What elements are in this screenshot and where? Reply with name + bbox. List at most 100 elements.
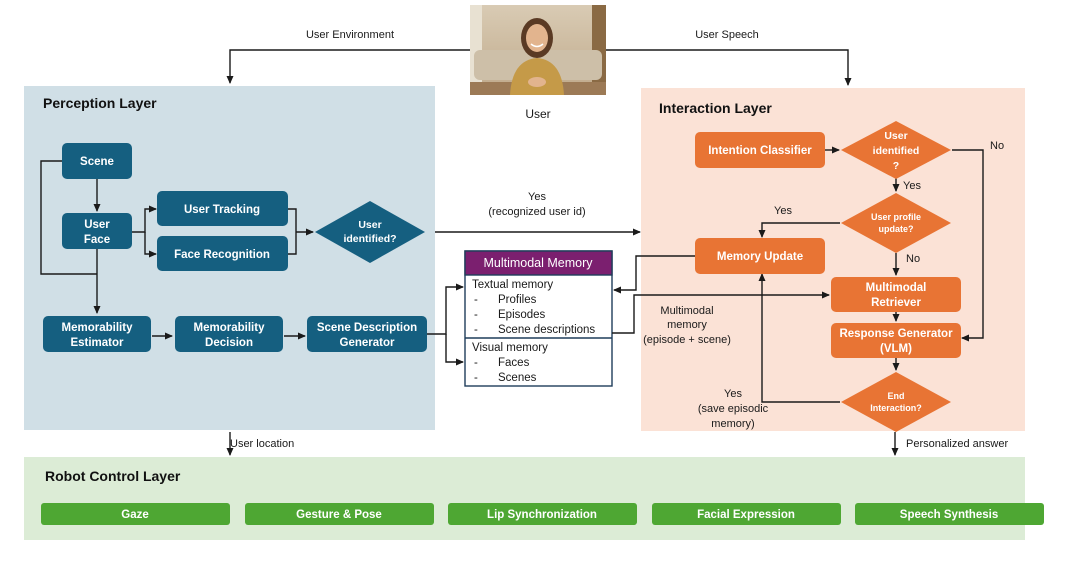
- svg-text:Memorability: Memorability: [194, 322, 266, 334]
- svg-text:Response Generator: Response Generator: [839, 328, 953, 340]
- not-identified-arrow: [952, 149, 984, 342]
- svg-text:identified: identified: [873, 145, 920, 157]
- yes-save-label-1: Yes: [724, 388, 742, 400]
- yes-label-1: Yes: [903, 180, 921, 192]
- end-interaction-decision[interactable]: End Interaction?: [841, 372, 951, 432]
- memory-item-faces: Faces: [498, 357, 530, 369]
- textual-memory-heading: Textual memory: [472, 279, 553, 291]
- memory-item-scenes: Scenes: [498, 372, 537, 384]
- robot-control-layer-panel: [24, 457, 1025, 540]
- visual-memory-heading: Visual memory: [472, 342, 548, 354]
- robot-module-facial-expression[interactable]: Facial Expression: [652, 503, 841, 525]
- user-speech-label: User Speech: [695, 29, 759, 41]
- scene-desc-to-textual-memory-arrow: [427, 283, 464, 335]
- svg-text:?: ?: [893, 160, 899, 172]
- svg-text:User: User: [84, 219, 110, 231]
- svg-text:-: -: [474, 372, 478, 384]
- memory-title: Multimodal Memory: [483, 256, 593, 270]
- memory-update-box[interactable]: Memory Update: [695, 238, 825, 274]
- yes-save-label-2: (save episodic: [698, 403, 769, 415]
- memory-item-episodes: Episodes: [498, 309, 546, 321]
- svg-text:Lip Synchronization: Lip Synchronization: [487, 509, 597, 521]
- user-speech-arrow: [606, 49, 852, 86]
- svg-text:Facial Expression: Facial Expression: [697, 509, 795, 521]
- intention-classifier-box[interactable]: Intention Classifier: [695, 132, 825, 168]
- robot-control-layer-title: Robot Control Layer: [45, 468, 181, 484]
- memory-item-scene-descriptions: Scene descriptions: [498, 324, 595, 336]
- profile-update-yes-arrow: [758, 222, 840, 238]
- svg-text:Estimator: Estimator: [70, 337, 124, 349]
- multimodal-memory-flow-label-2: memory: [667, 319, 707, 331]
- yes-label-2: Yes: [774, 205, 792, 217]
- user-identified-decision[interactable]: User identified?: [315, 201, 425, 263]
- multimodal-memory-store[interactable]: Multimodal Memory Textual memory - Profi…: [464, 250, 613, 387]
- scene-box[interactable]: Scene: [62, 143, 132, 179]
- svg-text:Memory Update: Memory Update: [717, 251, 803, 263]
- response-generator-box[interactable]: Response Generator (VLM): [831, 323, 961, 358]
- svg-text:Multimodal: Multimodal: [866, 282, 927, 294]
- save-episodic-arrow: [758, 273, 840, 403]
- svg-text:update?: update?: [879, 224, 914, 234]
- svg-text:Face: Face: [84, 234, 110, 246]
- robot-module-speech-synthesis[interactable]: Speech Synthesis: [855, 503, 1044, 525]
- memorability-decision-box[interactable]: Memorability Decision: [175, 316, 283, 352]
- svg-text:Interaction?: Interaction?: [870, 403, 922, 413]
- personalized-answer-label: Personalized answer: [906, 438, 1008, 450]
- perception-layer-title: Perception Layer: [43, 95, 157, 111]
- svg-text:-: -: [474, 309, 478, 321]
- no-label-1: No: [990, 140, 1004, 152]
- user-profile-update-decision[interactable]: User profile update?: [841, 193, 951, 253]
- memory-update-to-memory-arrow: [613, 255, 695, 294]
- svg-text:Speech Synthesis: Speech Synthesis: [900, 509, 998, 521]
- svg-text:-: -: [474, 324, 478, 336]
- yes-recognized-label-2: (recognized user id): [488, 206, 585, 218]
- svg-text:Decision: Decision: [205, 337, 253, 349]
- robot-module-lip-sync[interactable]: Lip Synchronization: [448, 503, 637, 525]
- svg-text:Intention Classifier: Intention Classifier: [708, 145, 812, 157]
- svg-text:Scene Description: Scene Description: [317, 322, 417, 334]
- svg-text:Face Recognition: Face Recognition: [174, 249, 270, 261]
- face-to-recognition-arrow: [144, 232, 157, 258]
- robot-module-gesture-pose[interactable]: Gesture & Pose: [245, 503, 434, 525]
- user-location-label: User location: [230, 438, 294, 450]
- robot-module-gaze[interactable]: Gaze: [41, 503, 230, 525]
- multimodal-memory-flow-label-3: (episode + scene): [643, 334, 731, 346]
- svg-text:Memorability: Memorability: [62, 322, 134, 334]
- interaction-layer-title: Interaction Layer: [659, 100, 772, 116]
- svg-text:-: -: [474, 357, 478, 369]
- multimodal-retriever-box[interactable]: Multimodal Retriever: [831, 277, 961, 312]
- svg-text:User: User: [358, 219, 381, 231]
- face-to-tracking-arrow: [132, 205, 157, 233]
- svg-text:End: End: [888, 391, 905, 401]
- scene-desc-to-visual-memory-arrow: [445, 334, 464, 366]
- memorability-estimator-box[interactable]: Memorability Estimator: [43, 316, 151, 352]
- face-recognition-box[interactable]: Face Recognition: [157, 236, 288, 271]
- svg-text:User profile: User profile: [871, 212, 921, 222]
- svg-text:User Tracking: User Tracking: [184, 204, 260, 216]
- yes-save-label-3: memory): [711, 418, 754, 430]
- svg-text:-: -: [474, 294, 478, 306]
- memory-item-profiles: Profiles: [498, 294, 537, 306]
- user-environment-arrow: [226, 49, 470, 84]
- svg-text:Scene: Scene: [80, 156, 114, 168]
- user-face-box[interactable]: User Face: [62, 213, 132, 249]
- user-identified-decision-2[interactable]: User identified ?: [841, 121, 951, 179]
- user-caption: User: [525, 107, 550, 121]
- user-photo: [470, 5, 606, 95]
- memory-to-retriever-arrow: [612, 291, 830, 334]
- svg-text:User: User: [884, 130, 907, 142]
- svg-text:Gaze: Gaze: [121, 509, 149, 521]
- yes-recognized-label-1: Yes: [528, 191, 546, 203]
- svg-text:Generator: Generator: [340, 337, 395, 349]
- svg-text:(VLM): (VLM): [880, 343, 912, 355]
- user-tracking-box[interactable]: User Tracking: [157, 191, 288, 226]
- user-environment-label: User Environment: [306, 29, 394, 41]
- no-label-2: No: [906, 253, 920, 265]
- svg-text:identified?: identified?: [343, 233, 396, 245]
- svg-text:Retriever: Retriever: [871, 297, 921, 309]
- multimodal-memory-flow-label-1: Multimodal: [660, 305, 713, 317]
- svg-text:Gesture & Pose: Gesture & Pose: [296, 509, 382, 521]
- scene-bypass-connector: [40, 160, 97, 275]
- scene-description-generator-box[interactable]: Scene Description Generator: [307, 316, 427, 352]
